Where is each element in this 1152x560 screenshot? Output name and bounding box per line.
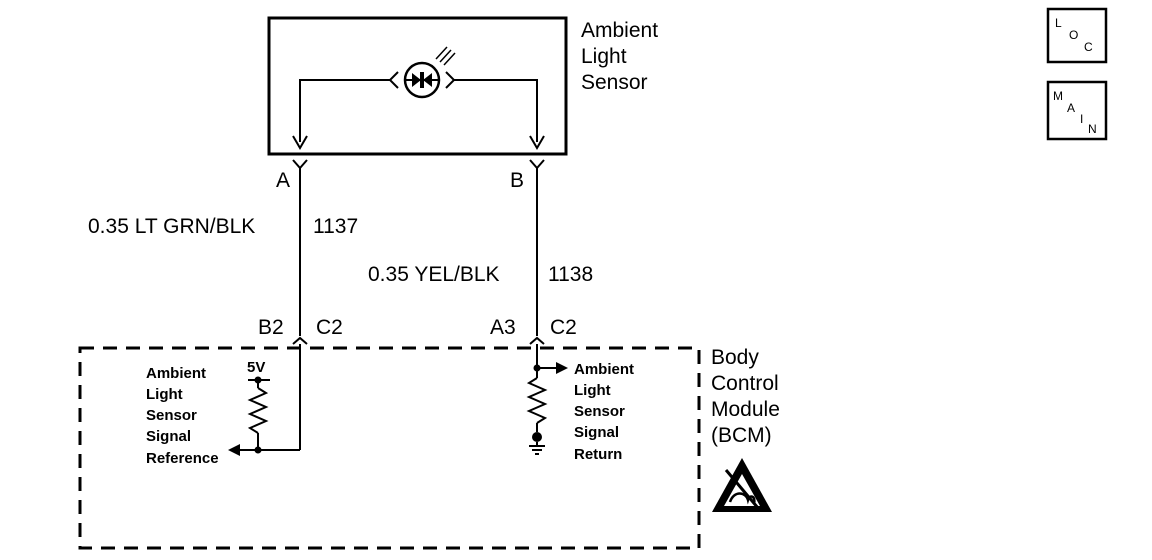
ref-label-1: Ambient [146, 365, 206, 382]
main-letter-3: I [1080, 112, 1083, 126]
pin-b-label: B [510, 169, 524, 192]
voltage-5v: 5V [247, 359, 265, 376]
loc-letter-1: L [1055, 16, 1062, 30]
loc-letter-3: C [1084, 40, 1093, 54]
main-icon[interactable]: M A I N [1046, 80, 1108, 141]
ref-label-4: Signal [146, 428, 191, 445]
bcm-title-4: (BCM) [711, 424, 772, 447]
ret-label-5: Return [574, 446, 622, 463]
main-letter-4: N [1088, 122, 1097, 136]
bcm-housing [78, 346, 701, 550]
ret-label-3: Sensor [574, 403, 625, 420]
ambient-light-sensor: Ambient Light Sensor [267, 16, 658, 156]
ref-label-3: Sensor [146, 407, 197, 424]
sensor-title-3: Sensor [581, 71, 648, 94]
ret-label-4: Signal [574, 424, 619, 441]
bcm-pin-a3: A3 [490, 316, 516, 339]
main-letter-2: A [1067, 101, 1075, 115]
main-letter-1: M [1053, 89, 1063, 103]
loc-icon[interactable]: L O C [1046, 7, 1108, 64]
wire-right-label: 0.35 YEL/BLK [368, 263, 500, 286]
wire-right-circuit: 1138 [548, 263, 593, 286]
sensor-title-1: Ambient [581, 19, 658, 42]
pin-a-connector [292, 159, 308, 170]
sensor-title-2: Light [581, 45, 627, 68]
wire-left-circuit: 1137 [313, 215, 358, 238]
sensor-housing [267, 16, 568, 156]
pin-b-connector [529, 159, 545, 170]
loc-letter-2: O [1069, 28, 1078, 42]
bcm-title-1: Body [711, 346, 759, 369]
return-circuit: Ambient Light Sensor Signal Return [526, 344, 634, 463]
ref-label-5: Reference [146, 450, 219, 467]
bcm-connector-c2-right: C2 [550, 316, 577, 339]
reference-circuit: 5V Ambient Light Sensor Signal Reference [146, 344, 301, 467]
esd-warning-icon [712, 458, 772, 512]
ret-label-1: Ambient [574, 361, 634, 378]
ground-icon [529, 445, 545, 455]
pin-a-label: A [276, 169, 290, 192]
ref-label-2: Light [146, 386, 183, 403]
wire-left-label: 0.35 LT GRN/BLK [88, 215, 255, 238]
bcm-connector-c2-left: C2 [316, 316, 343, 339]
photodiode-icon [388, 46, 456, 99]
ret-label-2: Light [574, 382, 611, 399]
pulldown-resistor [526, 377, 548, 424]
bcm-title-2: Control [711, 372, 779, 395]
bcm-pin-b2: B2 [258, 316, 284, 339]
bcm-title-3: Module [711, 398, 780, 421]
pullup-resistor [247, 387, 269, 434]
